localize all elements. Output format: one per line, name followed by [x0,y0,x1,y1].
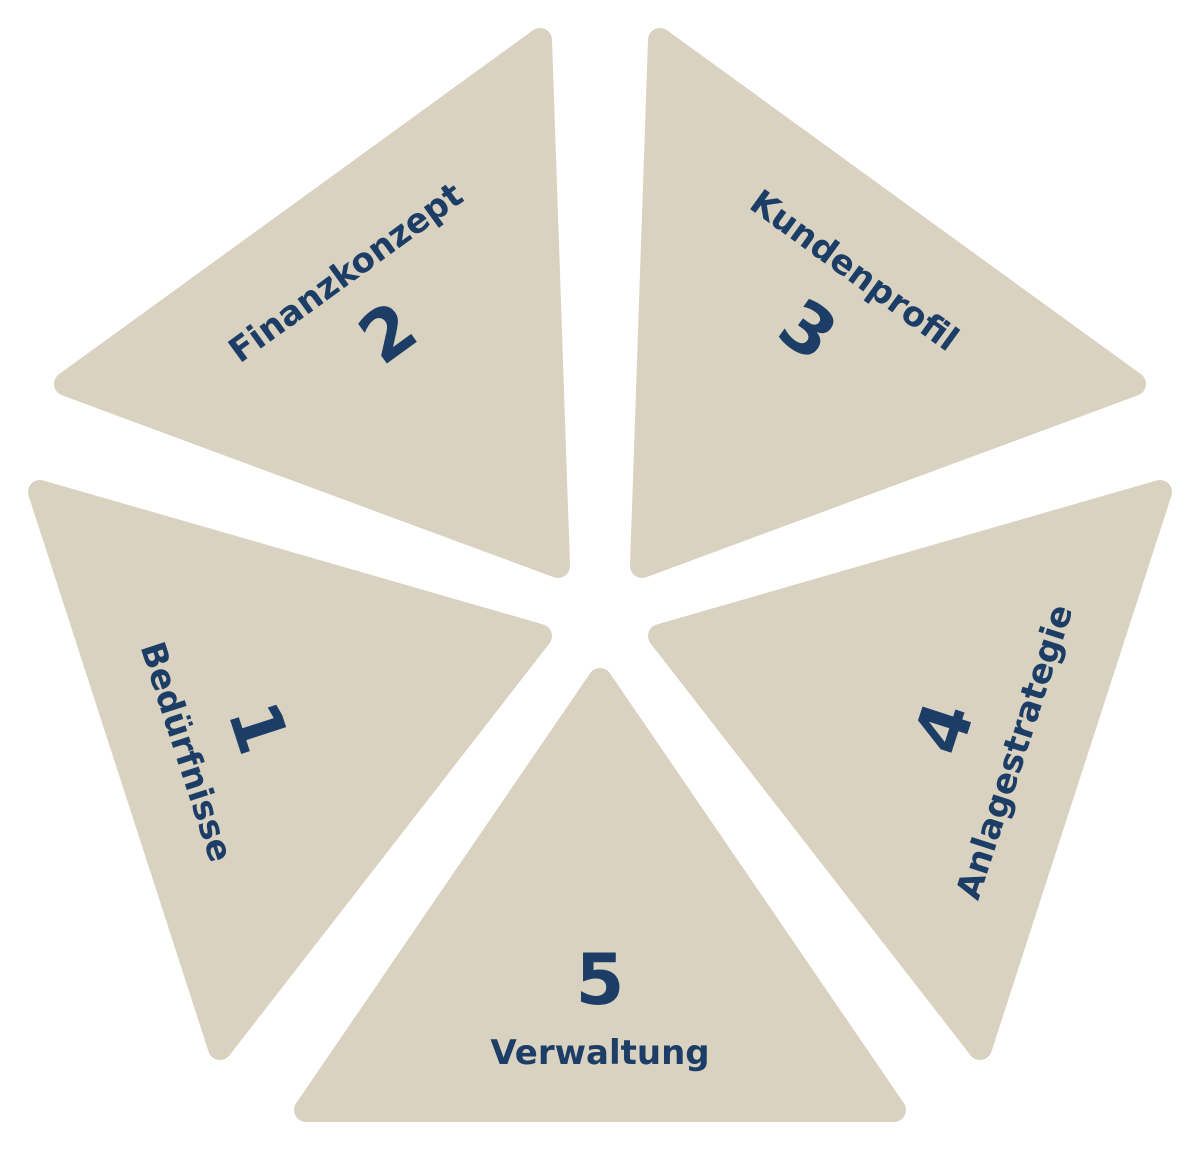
step-1-segment: 1 Bedürfnisse [28,480,552,1060]
step-4-shape [648,480,1172,1060]
step-3-segment: 3 Kundenprofil [630,28,1146,578]
step-5-label: Verwaltung [490,1033,709,1073]
step-3-shape [630,28,1146,578]
step-2-segment: 2 Finanzkonzept [54,28,570,578]
step-2-shape [54,28,570,578]
step-5-number: 5 [576,939,625,1021]
step-5-shape [294,668,906,1122]
step-4-segment: 4 Anlagestrategie [648,480,1172,1060]
step-5-segment: 5 Verwaltung [294,668,906,1122]
step-1-shape [28,480,552,1060]
